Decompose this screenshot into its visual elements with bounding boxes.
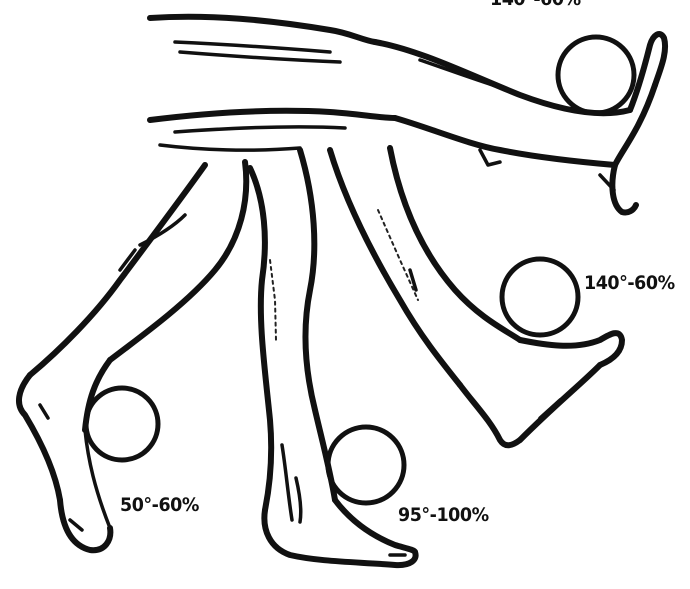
label-lower-left: 50°-60% (120, 494, 199, 516)
leg-extended-140 (375, 34, 665, 212)
leg-forward-50 (19, 162, 246, 550)
knee-circle-lower-left (86, 388, 158, 460)
label-top-cut: 140°-60% (490, 0, 581, 10)
knee-circle-upper-right (502, 259, 578, 335)
knee-circle-lower-middle (328, 427, 404, 503)
leg-standing-95 (250, 150, 416, 565)
knee-circle-top (558, 37, 634, 113)
pelvis-outline (150, 17, 395, 150)
label-lower-middle: 95°-100% (398, 504, 489, 526)
label-upper-right: 140°-60% (584, 272, 675, 294)
leg-bent-140-knee (330, 148, 622, 445)
